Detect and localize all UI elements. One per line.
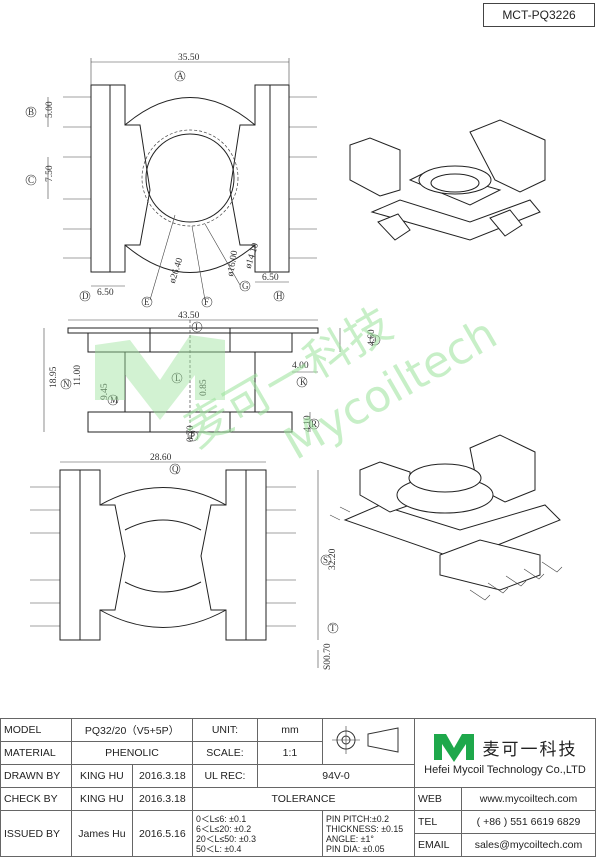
dim-e: ø26.40: [168, 257, 186, 285]
marker-i: I: [195, 322, 198, 332]
projection-symbol: [321, 718, 415, 765]
marker-a: A: [177, 71, 184, 81]
dim-f: ø16.00: [226, 250, 240, 278]
logo-cn: 麦可一科技: [482, 739, 578, 759]
marker-p: P: [190, 431, 195, 441]
marker-r: R: [311, 419, 317, 429]
dim-j: 4.60: [367, 329, 377, 346]
marker-b: B: [28, 107, 34, 117]
dim-n: 18.95: [49, 366, 59, 388]
dim-d: 6.50: [97, 288, 114, 298]
top-view: 35.50 A 5.00 B 7.50 C 6.50 D ø26.40 E ø1…: [25, 53, 317, 308]
marker-f: F: [204, 297, 209, 307]
scale-value: 1:1: [256, 741, 323, 765]
tolerance-2: 6＜L≤20: ±0.2: [195, 823, 252, 834]
marker-n: N: [63, 379, 70, 389]
email-value[interactable]: sales@mycoiltech.com: [460, 833, 597, 857]
marker-j: J: [373, 335, 377, 345]
issued-label: ISSUED BY: [0, 810, 72, 857]
dim-t: S00.70: [323, 643, 333, 670]
check-date: 2016.3.18: [131, 787, 193, 811]
marker-m: M: [110, 395, 118, 405]
web-label: WEB: [413, 787, 462, 811]
drawn-date: 2016.3.18: [131, 764, 193, 788]
bottom-view: 28.60 Q 32.20 S S00.70 T: [30, 453, 339, 670]
isometric-view-bottom: [329, 434, 563, 601]
material-label: MATERIAL: [0, 741, 72, 765]
marker-q: Q: [172, 464, 179, 474]
drawing-code: MCT-PQ3226: [483, 3, 595, 27]
dim-i: 43.50: [178, 311, 200, 321]
isometric-view-top: [349, 119, 546, 241]
dim-r: 4.10: [303, 415, 313, 432]
tolerance-5: PIN PITCH:±0.2: [325, 813, 389, 824]
ulrec-value: 94V-0: [256, 764, 415, 788]
tolerance-7: ANGLE: ±1°: [325, 833, 374, 844]
tolerance-3: 20＜L≤50: ±0.3: [195, 833, 257, 844]
marker-t: T: [330, 623, 336, 633]
tolerance-specs: PIN PITCH:±0.2 THICKNESS: ±0.15 ANGLE: ±…: [321, 810, 415, 857]
issued-date: 2016.5.16: [131, 810, 193, 857]
dim-a: 35.50: [178, 53, 200, 63]
drawn-name: KING HU: [71, 764, 133, 788]
marker-e: E: [144, 297, 150, 307]
tolerance-label: TOLERANCE: [191, 787, 415, 811]
marker-s: S: [323, 555, 328, 565]
dim-q: 28.60: [150, 453, 172, 463]
dim-s: 32.20: [328, 548, 338, 570]
tel-value: ( +86 ) 551 6619 6829: [460, 810, 597, 834]
web-value[interactable]: www.mycoiltech.com: [460, 787, 597, 811]
dim-h: 6.50: [262, 273, 279, 283]
tolerance-4: 50＜L: ±0.4: [195, 843, 242, 854]
dim-p: 0.70: [186, 425, 196, 442]
scale-label: SCALE:: [191, 741, 258, 765]
tolerance-6: THICKNESS: ±0.15: [325, 823, 404, 834]
issued-name: James Hu: [71, 810, 133, 857]
model-label: MODEL: [0, 718, 72, 742]
drawn-label: DRAWN BY: [0, 764, 72, 788]
company-logo-icon: [434, 734, 475, 762]
marker-l: L: [175, 373, 181, 383]
front-view: 43.50 I 4.60 J 4.00 K 0.85 L 9.45 M 18.9…: [43, 311, 381, 442]
material-value: PHENOLIC: [71, 741, 193, 765]
dim-n2: 11.00: [73, 365, 83, 386]
tolerance-8: PIN DIA: ±0.05: [325, 843, 385, 854]
marker-c: C: [28, 175, 34, 185]
dim-c: 7.50: [45, 165, 55, 182]
company-name: Hefei Mycoil Technology Co.,LTD: [424, 764, 586, 776]
dim-g: ø14.10: [244, 242, 262, 270]
marker-h: H: [276, 291, 283, 301]
email-label: EMAIL: [413, 833, 462, 857]
marker-d: D: [82, 291, 89, 301]
check-name: KING HU: [71, 787, 133, 811]
ulrec-label: UL REC:: [191, 764, 258, 788]
technical-drawing: .ln { stroke:#222; stroke-width:1; fill:…: [25, 53, 563, 670]
dim-l: 0.85: [199, 379, 209, 396]
tel-label: TEL: [413, 810, 462, 834]
unit-label: UNIT:: [191, 718, 258, 742]
marker-k: K: [300, 377, 307, 387]
dim-m: 9.45: [100, 383, 110, 400]
marker-g: G: [242, 281, 249, 291]
dim-k: 4.00: [292, 361, 309, 371]
unit-value: mm: [256, 718, 323, 742]
tolerance-ranges: 0＜L≤6: ±0.1 6＜L≤20: ±0.2 20＜L≤50: ±0.3 5…: [191, 810, 323, 857]
company-logo-cell: 麦可一科技 Hefei Mycoil Technology Co.,LTD: [413, 718, 597, 788]
tolerance-1: 0＜L≤6: ±0.1: [195, 813, 247, 824]
check-label: CHECK BY: [0, 787, 72, 811]
model-value: PQ32/20（V5+5P）: [71, 718, 193, 742]
title-block: MODEL PQ32/20（V5+5P） UNIT: mm 麦可一科: [0, 718, 597, 857]
dim-b: 5.00: [45, 101, 55, 118]
